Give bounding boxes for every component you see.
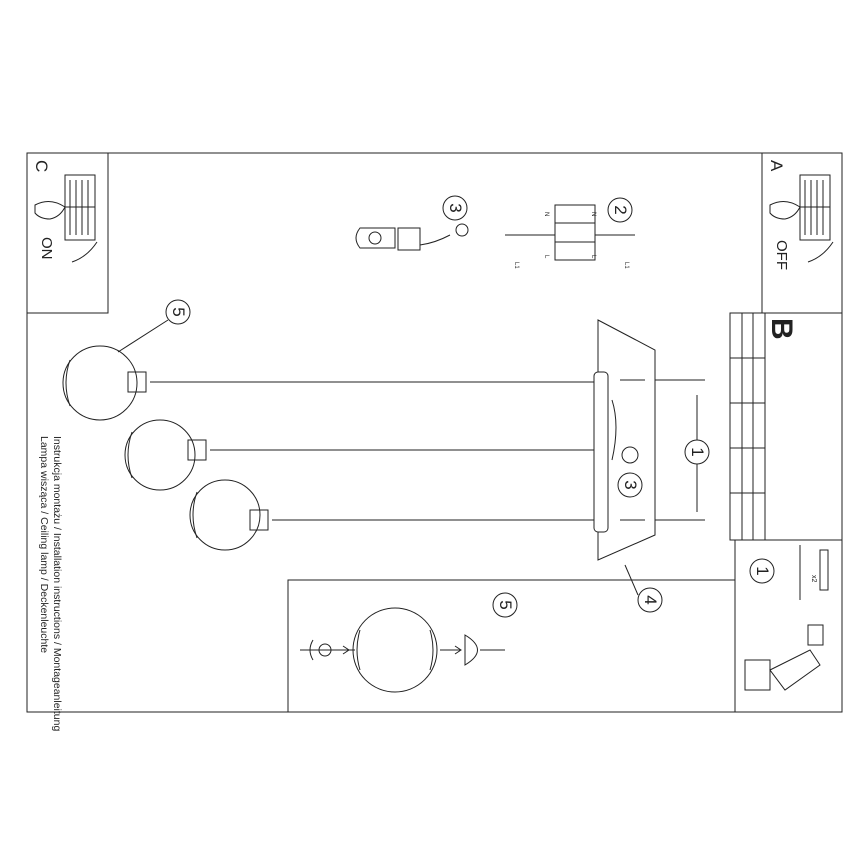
pendant-1 <box>62 345 594 421</box>
terminal-block: 2 N N L L L1 L1 <box>505 197 635 269</box>
lamp-holder <box>464 634 478 666</box>
panel-c: C ON <box>26 152 109 314</box>
step-5-number: 5 <box>496 600 515 609</box>
switch-icon <box>64 174 96 241</box>
step-3-number: 3 <box>446 203 465 212</box>
step-2-number: 2 <box>611 205 630 214</box>
svg-text:N: N <box>543 212 549 216</box>
panel-c-state: ON <box>38 237 55 260</box>
panel-b-letter: B <box>765 318 798 340</box>
svg-text:L: L <box>543 255 549 259</box>
earth-connection: 3 <box>355 195 469 251</box>
panel-a-letter: A <box>767 160 786 172</box>
caption-line-1: Instrukcja montażu / Installation instru… <box>51 436 63 731</box>
svg-text:L: L <box>590 255 596 259</box>
arrow-icon <box>807 241 834 263</box>
step-1-number: 1 <box>753 566 772 575</box>
diagram-frame <box>26 152 843 713</box>
step-1-label: 1 <box>688 447 707 456</box>
panel-c-letter: C <box>32 160 51 172</box>
hand-icon <box>769 201 801 220</box>
panel-step-1: 1 x2 <box>734 539 843 713</box>
svg-text:L1: L1 <box>513 262 519 269</box>
panel-step-5: 5 <box>287 579 736 713</box>
panel-a-state: OFF <box>773 240 790 270</box>
dowel-qty: x2 <box>810 575 817 583</box>
ceiling <box>729 312 766 541</box>
globe-shade <box>352 607 438 693</box>
step-4-label: 4 <box>641 595 660 604</box>
screw-dowel-icon <box>799 545 829 600</box>
pendant-2 <box>124 419 594 491</box>
panel-a: A OFF <box>761 152 843 314</box>
earth-icon <box>455 223 469 237</box>
arrow-icon <box>71 241 98 263</box>
hand-icon <box>34 201 66 220</box>
svg-text:N: N <box>590 212 596 216</box>
earth-icon <box>621 446 639 464</box>
switch-icon <box>799 174 831 241</box>
step-5-label: 5 <box>169 307 188 316</box>
caption-line-2: Lampa wisząca / Ceiling lamp / Deckenleu… <box>38 436 50 653</box>
pendant-3 <box>189 479 594 551</box>
step-3-label: 3 <box>621 480 640 489</box>
ceiling-canopy <box>593 319 705 561</box>
svg-text:L1: L1 <box>623 262 629 269</box>
drill-icon <box>744 624 824 691</box>
